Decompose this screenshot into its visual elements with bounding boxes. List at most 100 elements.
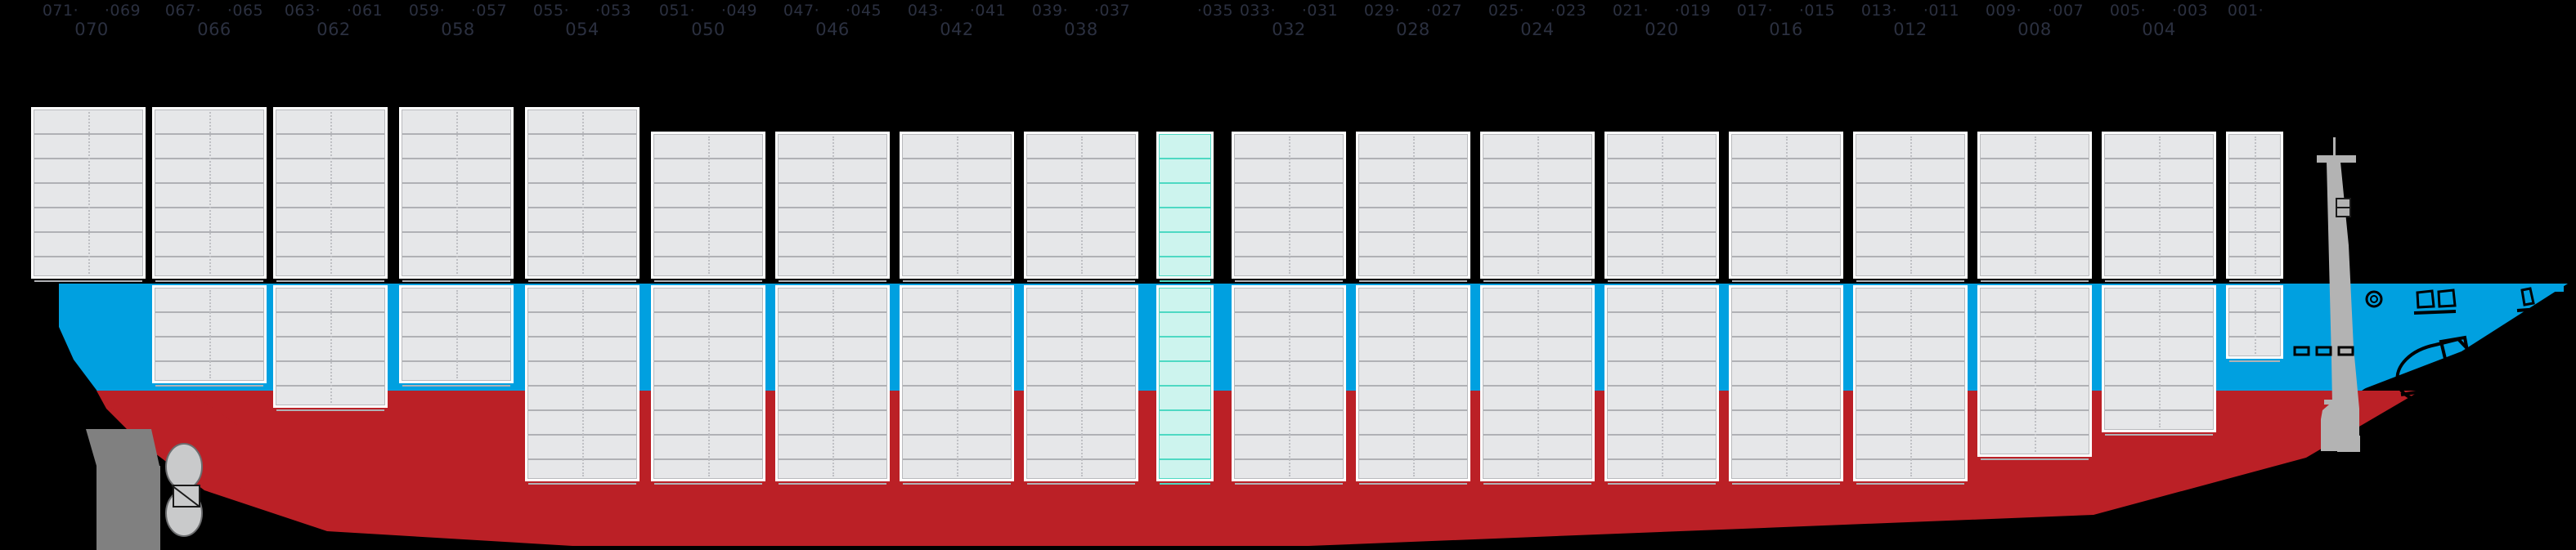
bay-032-above-deck[interactable]	[1232, 132, 1346, 282]
container-tier[interactable]	[1856, 257, 1964, 282]
stack-center-divider	[456, 290, 458, 378]
container-grid	[1358, 288, 1468, 485]
container-tier[interactable]	[2229, 257, 2280, 282]
container-tier[interactable]	[155, 362, 263, 387]
stack-center-divider	[1081, 290, 1083, 476]
container-tier[interactable]	[1160, 313, 1210, 338]
bay-028-above-deck[interactable]	[1356, 132, 1470, 282]
container-tier[interactable]	[1027, 257, 1135, 282]
container-tier[interactable]	[1160, 387, 1210, 411]
container-tier[interactable]	[402, 257, 510, 282]
container-tier[interactable]	[528, 460, 636, 485]
bay-058-below-deck[interactable]	[399, 285, 514, 387]
bay-032-below-deck[interactable]	[1232, 285, 1346, 485]
bay-035-above-deck[interactable]	[1156, 132, 1214, 282]
bay-050-below-deck[interactable]	[651, 285, 765, 485]
bay-062-above-deck[interactable]	[273, 107, 388, 282]
mast-column	[2327, 162, 2359, 451]
container-tier[interactable]	[276, 387, 384, 411]
container-tier[interactable]	[1160, 135, 1210, 159]
bay-024-below-deck[interactable]	[1480, 285, 1595, 485]
container-tier[interactable]	[2105, 411, 2213, 436]
container-grid	[276, 110, 385, 282]
container-tier[interactable]	[1608, 460, 1716, 485]
container-tier[interactable]	[2229, 338, 2280, 362]
bay-070-above-deck[interactable]	[31, 107, 146, 282]
bay-001-below-deck[interactable]	[2226, 285, 2283, 362]
bay-020-below-deck[interactable]	[1604, 285, 1719, 485]
container-tier[interactable]	[528, 257, 636, 282]
bay-004-below-deck[interactable]	[2102, 285, 2216, 436]
container-tier[interactable]	[779, 257, 886, 282]
bay-054-below-deck[interactable]	[525, 285, 640, 485]
container-tier[interactable]	[654, 257, 762, 282]
container-tier[interactable]	[1981, 257, 2089, 282]
bay-label-odd-left: 055·	[532, 2, 570, 20]
container-tier[interactable]	[903, 257, 1011, 282]
bay-066-below-deck[interactable]	[152, 285, 267, 387]
stack-center-divider	[209, 112, 211, 274]
container-tier[interactable]	[1160, 288, 1210, 313]
container-tier[interactable]	[402, 362, 510, 387]
container-tier[interactable]	[1160, 159, 1210, 184]
container-tier[interactable]	[34, 257, 142, 282]
container-tier[interactable]	[1981, 436, 2089, 460]
bay-042-above-deck[interactable]	[900, 132, 1014, 282]
container-tier[interactable]	[276, 257, 384, 282]
container-tier[interactable]	[1160, 338, 1210, 362]
bay-046-below-deck[interactable]	[775, 285, 890, 485]
container-tier[interactable]	[903, 460, 1011, 485]
container-tier[interactable]	[1160, 208, 1210, 233]
bay-label-odd-right: ·027	[1425, 2, 1463, 20]
container-tier[interactable]	[1856, 460, 1964, 485]
bay-008-below-deck[interactable]	[1977, 285, 2092, 460]
container-tier[interactable]	[654, 460, 762, 485]
container-tier[interactable]	[1732, 257, 1840, 282]
bay-035-below-deck[interactable]	[1156, 285, 1214, 485]
container-tier[interactable]	[779, 460, 886, 485]
container-tier[interactable]	[155, 257, 263, 282]
bay-008-above-deck[interactable]	[1977, 132, 2092, 282]
container-tier[interactable]	[2105, 257, 2213, 282]
bay-label-odd-left: 033·	[1239, 2, 1277, 20]
container-tier[interactable]	[1608, 257, 1716, 282]
container-tier[interactable]	[1160, 362, 1210, 387]
bay-004-above-deck[interactable]	[2102, 132, 2216, 282]
bay-016-below-deck[interactable]	[1729, 285, 1843, 485]
container-tier[interactable]	[1483, 460, 1591, 485]
container-tier[interactable]	[1235, 257, 1343, 282]
bay-020-above-deck[interactable]	[1604, 132, 1719, 282]
bay-038-above-deck[interactable]	[1024, 132, 1138, 282]
bay-054-above-deck[interactable]	[525, 107, 640, 282]
stack-center-divider	[582, 112, 584, 274]
container-grid	[1731, 288, 1841, 485]
bay-058-above-deck[interactable]	[399, 107, 514, 282]
container-tier[interactable]	[1160, 184, 1210, 208]
bay-046-above-deck[interactable]	[775, 132, 890, 282]
bay-062-below-deck[interactable]	[273, 285, 388, 411]
bridge-window-underline	[2413, 310, 2457, 315]
container-tier[interactable]	[1359, 257, 1467, 282]
bay-016-above-deck[interactable]	[1729, 132, 1843, 282]
container-tier[interactable]	[1160, 460, 1210, 485]
container-tier[interactable]	[1732, 460, 1840, 485]
container-tier[interactable]	[1160, 233, 1210, 257]
bay-050-above-deck[interactable]	[651, 132, 765, 282]
bay-024-above-deck[interactable]	[1480, 132, 1595, 282]
bay-012-below-deck[interactable]	[1853, 285, 1968, 485]
bay-028-below-deck[interactable]	[1356, 285, 1470, 485]
anchor-fluke-icon	[2439, 335, 2474, 382]
container-tier[interactable]	[1359, 460, 1467, 485]
container-tier[interactable]	[1160, 257, 1210, 282]
container-tier[interactable]	[1160, 411, 1210, 436]
container-tier[interactable]	[1483, 257, 1591, 282]
bay-066-above-deck[interactable]	[152, 107, 267, 282]
bay-001-above-deck[interactable]	[2226, 132, 2283, 282]
bay-042-below-deck[interactable]	[900, 285, 1014, 485]
bay-038-below-deck[interactable]	[1024, 285, 1138, 485]
bay-012-above-deck[interactable]	[1853, 132, 1968, 282]
container-tier[interactable]	[1235, 460, 1343, 485]
container-tier[interactable]	[1027, 460, 1135, 485]
bow-hatch-icon	[2520, 287, 2535, 306]
container-tier[interactable]	[1160, 436, 1210, 460]
